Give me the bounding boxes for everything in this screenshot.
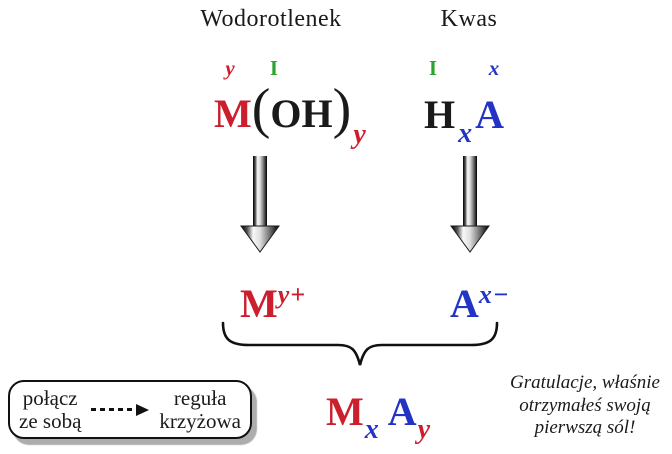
hydrogen-symbol: H (424, 92, 456, 137)
anion: Ax− (450, 282, 510, 324)
anion-ion-symbol: A (450, 281, 479, 326)
congrats-note: Gratulacje, właśnie otrzymałeś swoją pie… (510, 372, 660, 440)
acid-formula: H x A (424, 92, 505, 148)
salt-metal: M (326, 389, 364, 434)
cation-charge: y+ (277, 280, 307, 309)
hydroxide-subscript: y (353, 119, 366, 150)
salt-anion: A (387, 389, 417, 434)
down-arrow-left-icon (240, 156, 280, 253)
rule-box-right-text: reguła krzyżowa (159, 385, 241, 433)
anion-symbol: A (475, 92, 505, 137)
salt-metal-subscript: x (364, 414, 379, 445)
rule-left-line2: ze sobą (19, 408, 82, 433)
acid-anion-valence: x (488, 56, 500, 80)
congrats-line2: otrzymałeś swoją (519, 394, 651, 416)
rule-right-line1: reguła (173, 385, 227, 410)
acid-subscript: x (458, 118, 473, 149)
underbrace-icon (221, 321, 499, 366)
arrowhead (136, 403, 150, 416)
close-paren: ) (332, 78, 352, 140)
cation: My+ (240, 282, 306, 324)
congrats-line3: pierwszą sól! (534, 417, 636, 438)
hydroxide-group-valence: I (269, 56, 279, 80)
hydroxide-group: OH (270, 91, 333, 136)
rule-right-line2: krzyżowa (159, 408, 241, 433)
rule-box-left-text: połącz ze sobą (19, 385, 82, 433)
metal-symbol: M (214, 91, 252, 136)
cation-symbol: M (240, 281, 278, 326)
open-paren: ( (251, 78, 271, 140)
acid-hydrogen-valence: I (428, 56, 438, 80)
anion-charge: x− (478, 280, 510, 309)
rule-box: połącz ze sobą reguła krzyżowa (8, 380, 252, 439)
hydroxide-formula: M ( OH ) y (214, 78, 366, 149)
salt-anion-subscript: y (417, 414, 431, 445)
acid-heading: Kwas (440, 6, 498, 32)
rule-left-line1: połącz (22, 385, 78, 410)
hydroxide-heading: Wodorotlenek (200, 6, 342, 32)
congrats-line1: Gratulacje, właśnie (510, 372, 660, 393)
hydroxide-metal-valence: y (225, 56, 235, 80)
dashed-arrow-icon (91, 403, 150, 416)
down-arrow-right-icon (450, 156, 490, 253)
salt-formula: M x A y (326, 389, 430, 444)
